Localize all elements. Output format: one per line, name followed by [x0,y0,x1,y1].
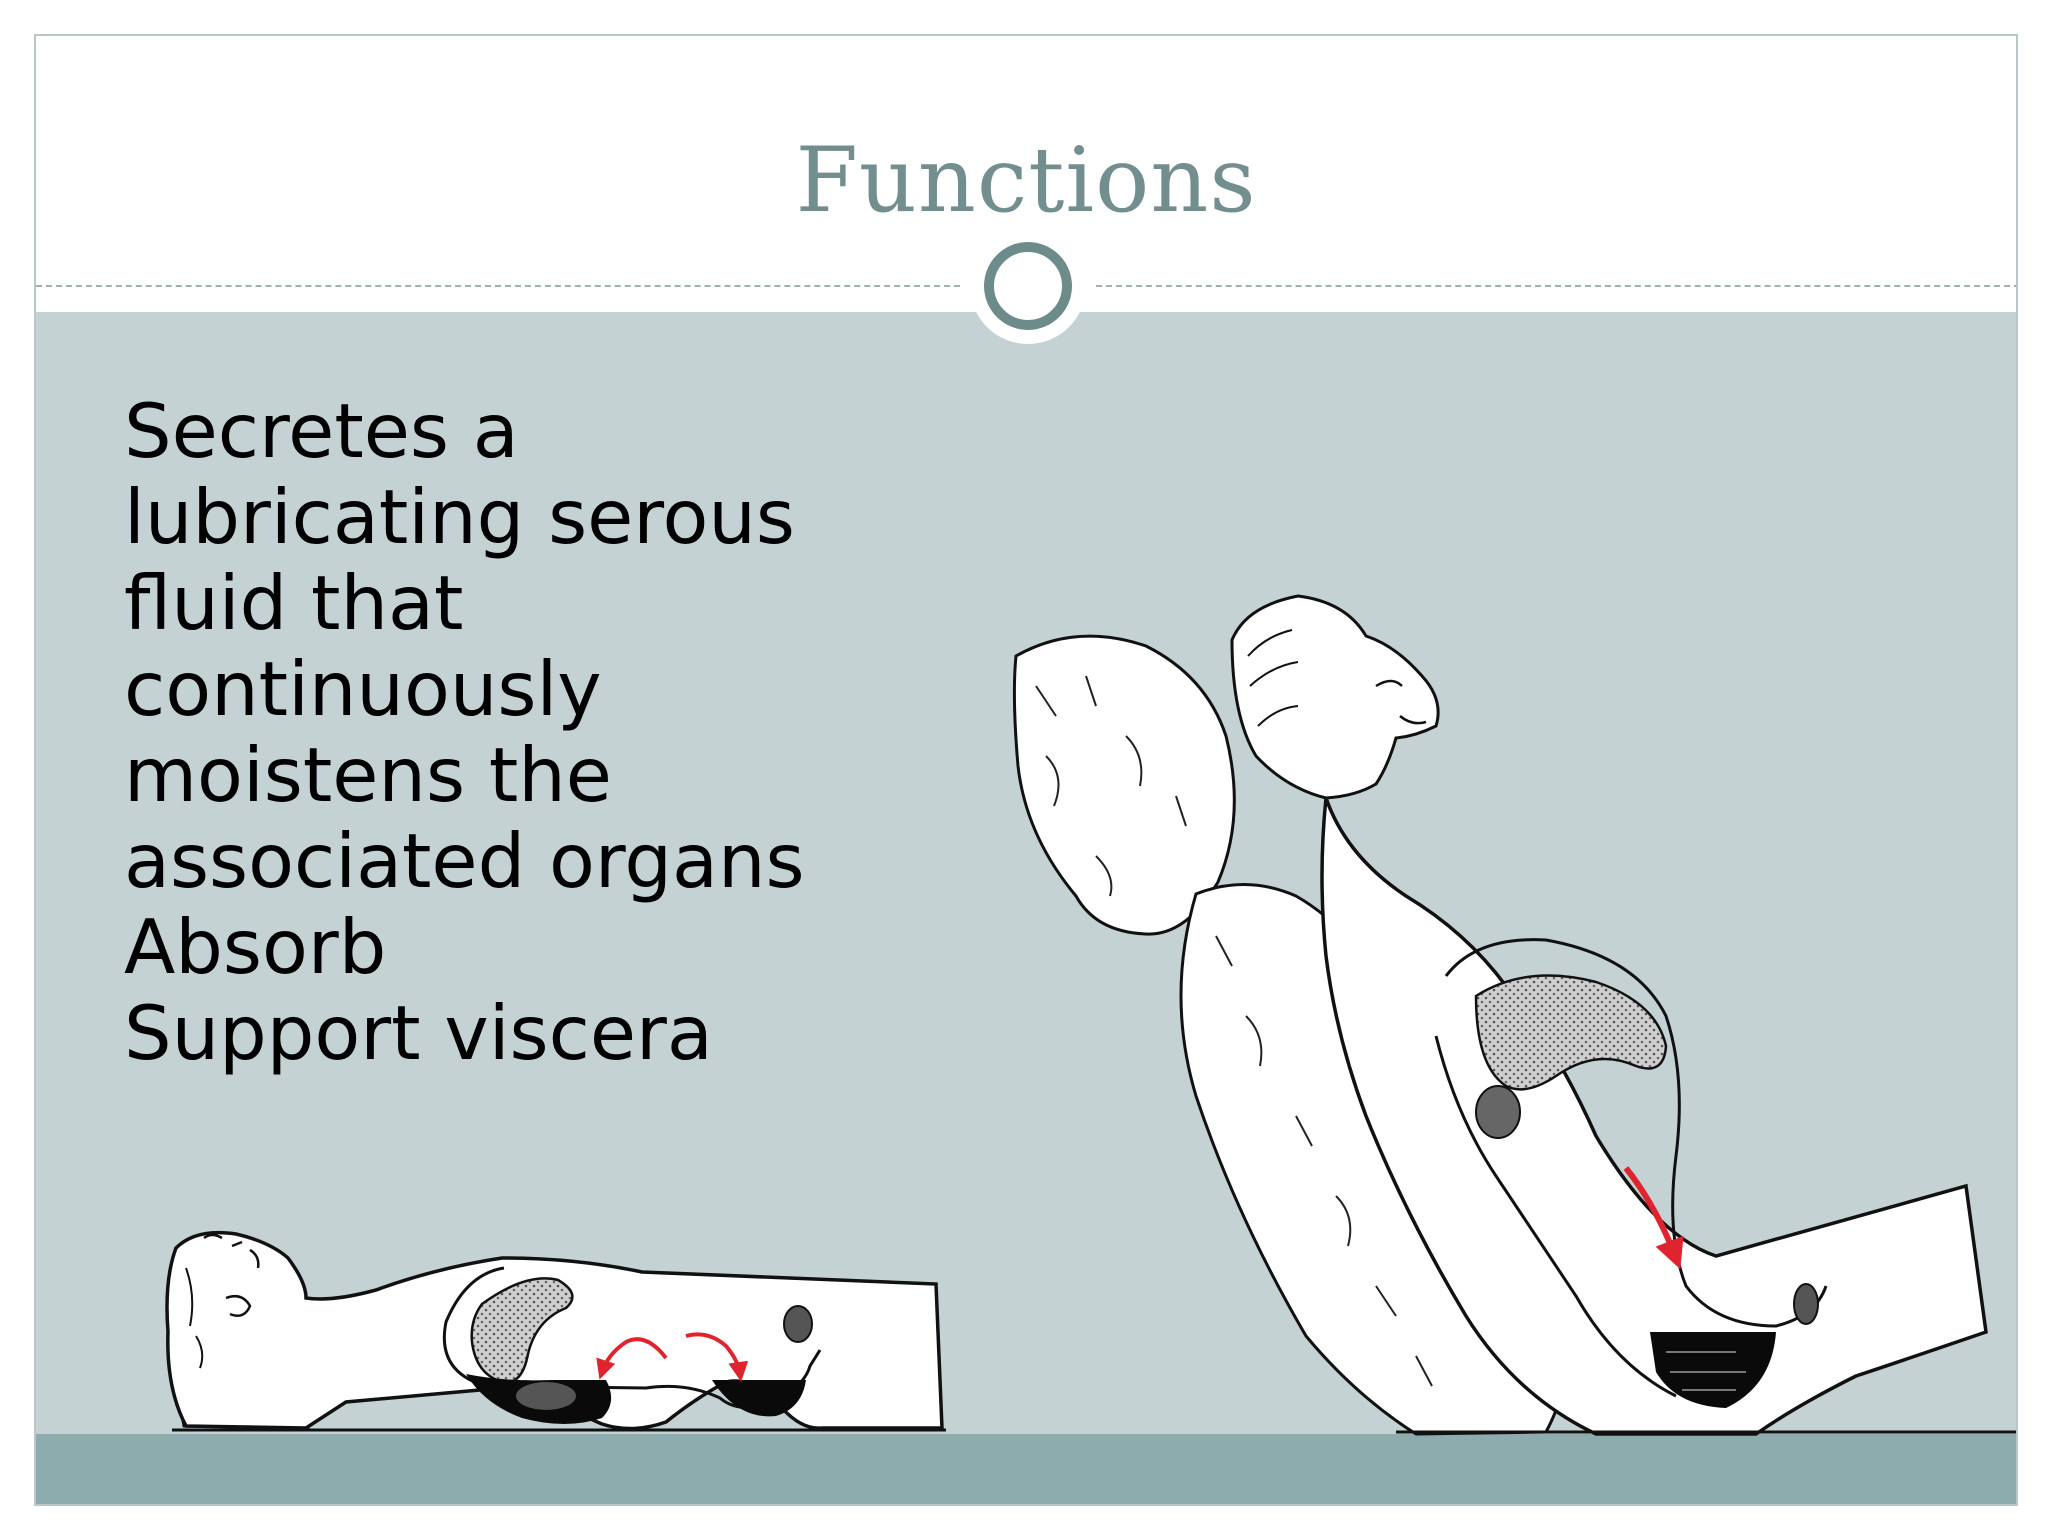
anatomy-illustration [165,594,2016,1436]
body-line: moistens the [124,731,612,819]
body-line: fluid that [124,559,464,647]
reclined-figure [1012,594,2016,1436]
body-line: Secretes a [124,387,519,475]
fluid-flow-arrow-icon [1623,1166,1684,1270]
body-text: Secretes a lubricating serous fluid that… [124,388,904,1076]
title-divider-right [1096,285,2016,287]
fluid-pool [712,1380,806,1417]
slide: Functions Secretes a lubricating serous … [34,34,2018,1506]
liver-icon [1474,974,1668,1091]
body-line: Support viscera [124,989,713,1077]
circle-ornament-icon [970,228,1086,344]
body-line: lubricating serous [124,473,795,561]
circle-ornament-ring [984,242,1072,330]
body-line: associated organs [124,817,805,905]
body-line: continuously [124,645,602,733]
title-divider-left [36,285,960,287]
fluid-flow-arrow-icon [596,1337,668,1380]
body-line: Absorb [124,903,387,991]
footer-band [36,1434,2016,1504]
slide-title: Functions [795,128,1257,233]
liver-icon [470,1277,574,1384]
supine-figure [165,1230,946,1432]
fluid-flow-arrow-icon [685,1332,749,1382]
